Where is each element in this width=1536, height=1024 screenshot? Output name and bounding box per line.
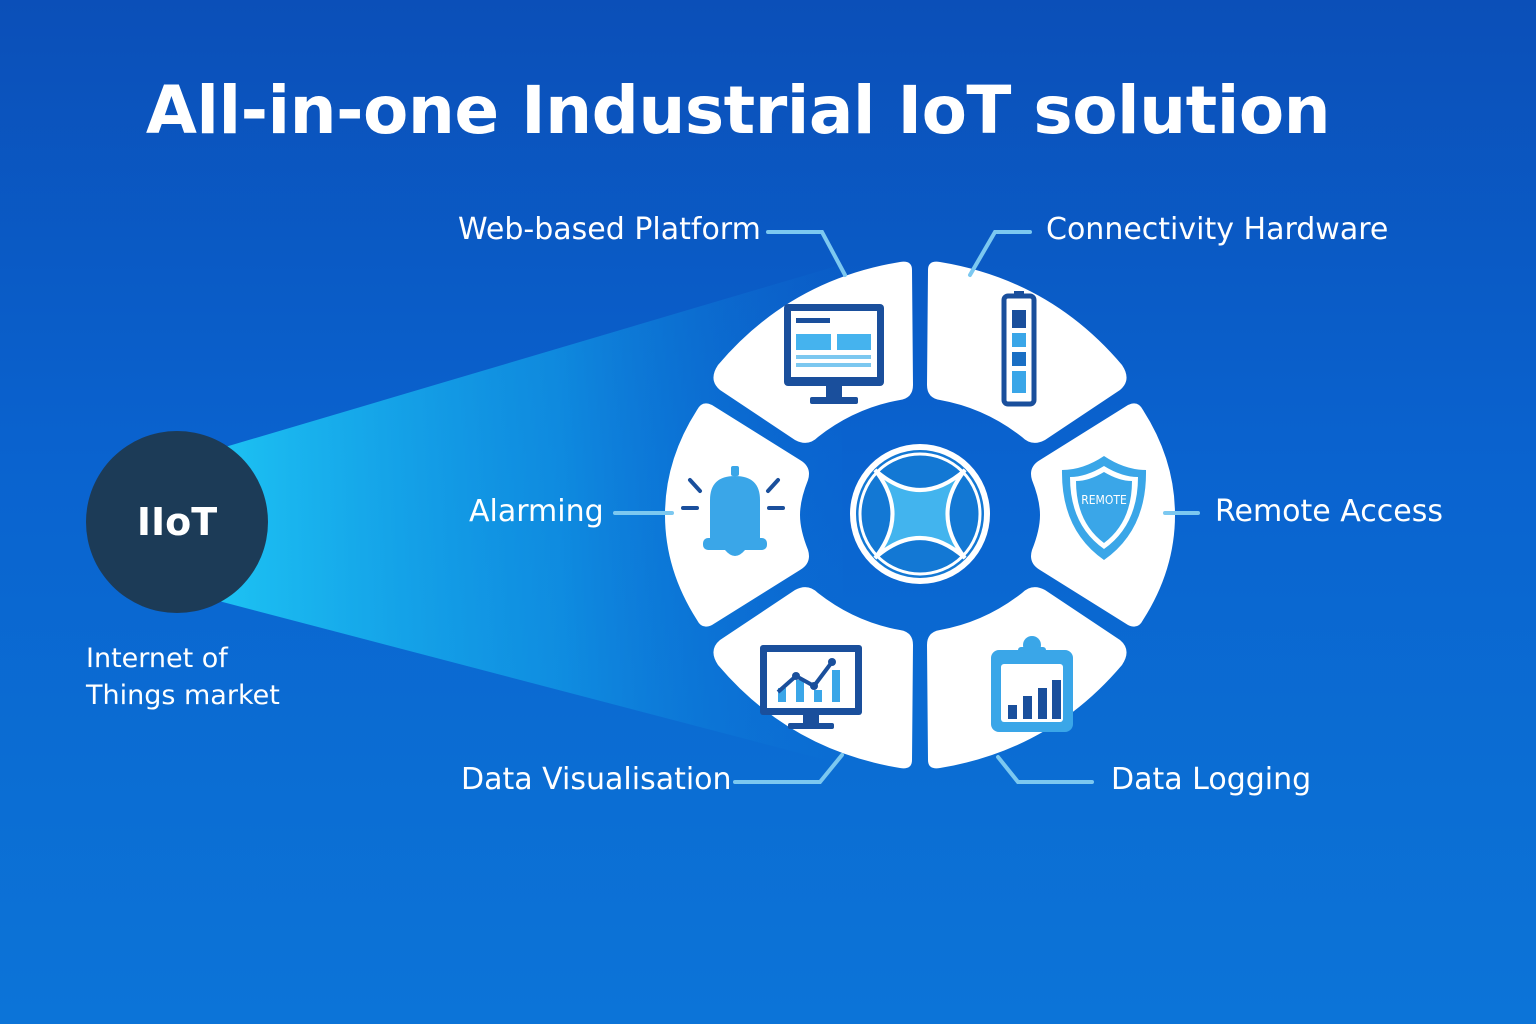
shield-badge-text: REMOTE — [1081, 493, 1127, 507]
center-logo-icon — [850, 444, 990, 584]
connector-data-logging — [996, 755, 1094, 784]
label-data-visualisation: Data Visualisation — [461, 762, 732, 797]
iiot-hub-caption: Internet of Things market — [86, 640, 336, 714]
bell-icon — [681, 466, 785, 556]
label-web-based-platform: Web-based Platform — [458, 212, 761, 247]
label-data-logging: Data Logging — [1111, 762, 1312, 797]
iiot-caption-line2: Things market — [86, 680, 280, 711]
label-connectivity-hardware: Connectivity Hardware — [1046, 212, 1389, 247]
iiot-hub-label: IIoT — [136, 500, 218, 544]
chart-monitor-icon — [760, 645, 862, 729]
page-title: All-in-one Industrial IoT solution — [145, 72, 1331, 149]
connector-data-visualisation — [733, 753, 844, 784]
label-remote-access: Remote Access — [1215, 494, 1443, 529]
clipboard-chart-icon — [991, 636, 1073, 732]
hardware-module-icon — [1001, 291, 1037, 407]
iiot-hub-circle: IIoT — [86, 431, 268, 613]
connector-connectivity-hardware — [968, 230, 1032, 277]
monitor-icon — [784, 304, 884, 404]
shield-icon: REMOTE — [1061, 456, 1147, 560]
iiot-caption-line1: Internet of — [86, 643, 228, 674]
connector-web-based-platform — [766, 230, 847, 277]
light-beam — [215, 265, 845, 765]
segment-connectivity-hardware[interactable] — [927, 261, 1127, 443]
label-alarming: Alarming — [469, 494, 604, 529]
